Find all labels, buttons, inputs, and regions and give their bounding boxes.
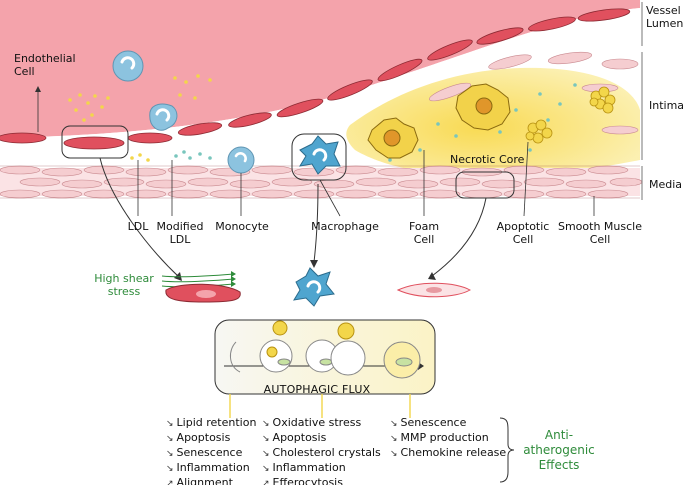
effect-item: ↘Lipid retention — [166, 416, 256, 431]
effect-item: ↘Inflammation — [262, 461, 381, 476]
effect-item: ↘Senescence — [166, 446, 256, 461]
effect-text: Cholesterol crystals — [272, 446, 381, 459]
arrow-down-icon: ↘ — [262, 464, 270, 474]
effects-smooth-muscle: ↘Senescence↘MMP production↘Chemokine rel… — [390, 416, 506, 461]
label-ldl: LDL — [127, 220, 149, 233]
label-apoptotic-line2: Cell — [512, 233, 534, 246]
label-anti-atherogenic-effects: Anti-atherogenic Effects — [511, 428, 607, 473]
effect-text: Efferocytosis — [272, 476, 343, 485]
flow-arrows — [99, 157, 487, 279]
label-endothelial-cell: Endothelial Cell — [14, 52, 76, 78]
arrow-down-icon: ↘ — [166, 449, 174, 459]
label-autophagic-flux: AUTOPHAGIC FLUX — [263, 383, 371, 396]
effects-macrophage: ↘Oxidative stress↘Apoptosis↘Cholesterol … — [262, 416, 381, 485]
label-shear-line1: High shear — [94, 272, 154, 285]
label-leaders — [37, 90, 595, 217]
effect-item: ↘Cholesterol crystals — [262, 446, 381, 461]
effect-text: Apoptosis — [176, 431, 231, 444]
effect-item: ↘MMP production — [390, 431, 506, 446]
label-shear-line2: stress — [107, 285, 141, 298]
flux-organelles — [230, 320, 421, 379]
effect-item: ↘Senescence — [390, 416, 506, 431]
label-necrotic-core: Necrotic Core — [450, 153, 525, 166]
label-anti-line2: Effects — [538, 458, 580, 472]
arrow-down-icon: ↘ — [166, 464, 174, 474]
label-smc-line1: Smooth Muscle — [557, 220, 642, 233]
arrow-down-icon: ↘ — [166, 434, 174, 444]
label-vessel-line2: Lumen — [646, 17, 684, 30]
arrow-down-icon: ↘ — [166, 419, 174, 429]
effect-text: Alignment — [176, 476, 233, 485]
label-apoptotic-line1: Apoptotic — [496, 220, 550, 233]
label-anti-line1: Anti-atherogenic — [523, 428, 595, 457]
label-monocyte: Monocyte — [215, 220, 269, 233]
macrophage-box — [291, 133, 347, 181]
effect-text: Apoptosis — [272, 431, 327, 444]
arrow-down-icon: ↘ — [262, 449, 270, 459]
label-modified-line1: Modified — [156, 220, 204, 233]
label-modified-ldl: Modified LDL — [152, 220, 208, 246]
effect-text: Inflammation — [272, 461, 346, 474]
arrow-down-icon: ↘ — [262, 419, 270, 429]
endothelial-box — [61, 125, 129, 159]
vessel-lumen — [0, 0, 640, 138]
label-intima: Intima — [649, 99, 685, 112]
isolated-smc — [396, 282, 472, 298]
ldl-particles — [68, 74, 212, 162]
flux-connectors — [229, 394, 411, 418]
effect-item: ↗Efferocytosis — [262, 476, 381, 485]
arrow-down-icon: ↘ — [390, 449, 398, 459]
effect-item: ↘Chemokine release — [390, 446, 506, 461]
effect-item: ↘Oxidative stress — [262, 416, 381, 431]
media-cells — [0, 165, 643, 199]
necrotic-box — [455, 171, 515, 199]
label-ticks — [35, 86, 41, 92]
label-macrophage: Macrophage — [311, 220, 379, 233]
effect-text: Chemokine release — [400, 446, 507, 459]
label-foam-cell: Foam Cell — [404, 220, 444, 246]
effect-text: Inflammation — [176, 461, 250, 474]
effect-item: ↘Inflammation — [166, 461, 256, 476]
effect-item: ↗Alignment — [166, 476, 256, 485]
label-modified-line2: LDL — [169, 233, 191, 246]
effect-text: MMP production — [400, 431, 489, 444]
label-vessel-lumen: Vessel Lumen — [646, 4, 683, 30]
label-endothelial-line2: Cell — [14, 65, 35, 78]
effect-text: Oxidative stress — [272, 416, 362, 429]
arrow-down-icon: ↘ — [390, 434, 398, 444]
label-media: Media — [649, 178, 683, 191]
label-smooth-muscle-cell: Smooth Muscle Cell — [550, 220, 650, 246]
macrophage-cell — [299, 135, 341, 175]
foam-cells — [367, 83, 511, 159]
label-foam-line2: Cell — [413, 233, 435, 246]
arrow-up-icon: ↗ — [262, 479, 270, 485]
label-foam-line1: Foam — [408, 220, 440, 233]
effect-item: ↘Apoptosis — [166, 431, 256, 446]
effect-item: ↘Apoptosis — [262, 431, 381, 446]
apoptotic-cells — [525, 86, 616, 144]
modified-ldl-particles — [174, 83, 577, 162]
isolated-endothelial-cell — [165, 283, 241, 303]
arrow-down-icon: ↘ — [262, 434, 270, 444]
effect-text: Lipid retention — [176, 416, 257, 429]
label-vessel-line1: Vessel — [646, 4, 681, 17]
label-smc-line2: Cell — [589, 233, 611, 246]
intima-monocyte — [227, 146, 255, 174]
label-apoptotic-cell: Apoptotic Cell — [490, 220, 556, 246]
lumen-monocyte — [112, 50, 144, 82]
arrow-down-icon: ↘ — [390, 419, 398, 429]
isolated-macrophage — [293, 267, 335, 307]
transmigrating-monocyte — [149, 103, 178, 131]
effects-endothelial: ↘Lipid retention↘Apoptosis↘Senescence↘In… — [166, 416, 256, 485]
effects-brace — [499, 417, 515, 483]
arrow-up-icon: ↗ — [166, 479, 174, 485]
effect-text: Senescence — [400, 416, 467, 429]
effect-text: Senescence — [176, 446, 243, 459]
endothelial-layer — [0, 8, 631, 150]
label-high-shear-stress: High shear stress — [92, 272, 156, 298]
label-endothelial-line1: Endothelial — [14, 52, 76, 65]
